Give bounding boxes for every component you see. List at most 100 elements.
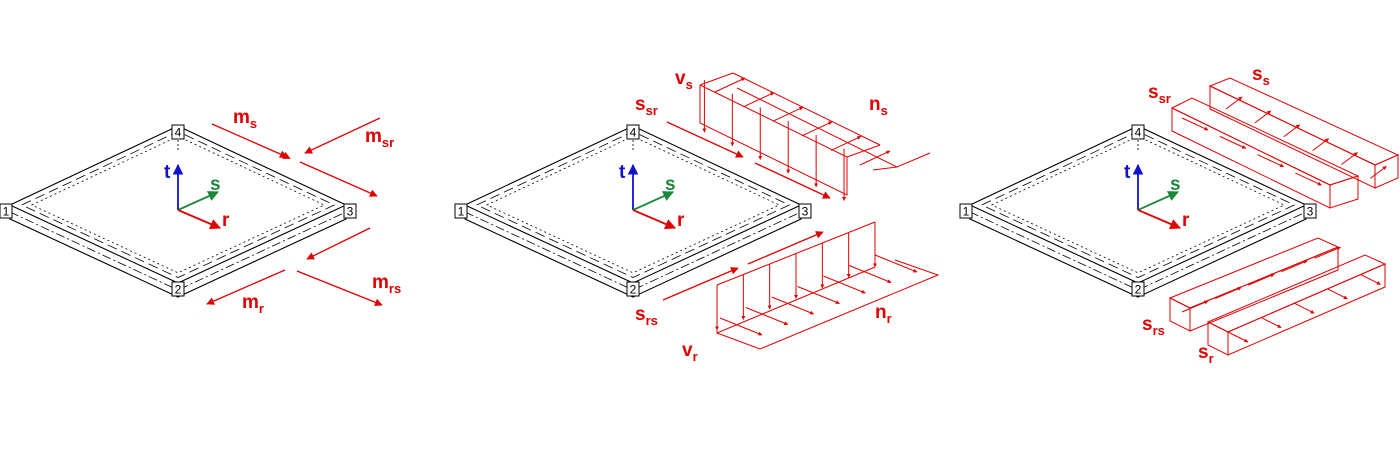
s-s-arrow	[1283, 124, 1301, 138]
node-label-1: 1	[458, 205, 465, 219]
m-s-arrow-tip	[299, 161, 378, 197]
r-axis-label: r	[222, 210, 230, 231]
node-3: 3	[343, 203, 357, 219]
s-r-arrow	[1360, 273, 1381, 285]
s-sr-arrows	[666, 121, 831, 199]
n-s-load	[736, 87, 931, 171]
s-r-box	[1206, 254, 1387, 356]
node-label-3: 3	[1307, 205, 1314, 219]
local-axes: tsr	[619, 162, 685, 231]
label-m-rs: mrs	[372, 272, 401, 296]
plate: 1 2 3 4 t sr	[0, 124, 357, 298]
s-s-box	[1208, 77, 1400, 189]
m-s-arrow-2	[281, 151, 291, 160]
s-sr-arrow	[1295, 172, 1322, 186]
n-r-arrow	[745, 307, 789, 326]
n-r-arrow	[797, 286, 840, 305]
node-3: 3	[798, 203, 812, 219]
node-1: 1	[0, 203, 13, 219]
label-s-rs: srs	[635, 304, 658, 328]
n-s-arrow	[714, 77, 746, 93]
s-s-arrow	[1370, 165, 1387, 179]
n-r-arrow	[848, 265, 892, 284]
n-r-arrow	[771, 296, 815, 315]
s-sr-arrow	[1219, 135, 1247, 149]
plate: 1 2 3 4 tsr	[454, 124, 812, 298]
node-4: 4	[1131, 124, 1145, 140]
s-axis-arrow	[632, 191, 674, 211]
label-s-r: sr	[1198, 342, 1214, 366]
node-2: 2	[171, 281, 185, 297]
r-axis-arrow	[177, 209, 221, 230]
n-s-arrow	[743, 92, 775, 108]
s-rs-arrow	[1281, 260, 1308, 273]
s-rs-arrow	[1314, 246, 1341, 259]
node-label-2: 2	[175, 283, 182, 297]
s-s-arrow	[1312, 138, 1329, 152]
label-m-sr: msr	[365, 126, 394, 150]
n-s-arrow	[772, 106, 804, 122]
r-axis-label: r	[1182, 210, 1190, 231]
s-r-arrows	[1227, 273, 1381, 343]
node-label-3: 3	[347, 205, 354, 219]
r-axis-arrow	[1137, 209, 1181, 230]
s-axis-label: s	[665, 174, 676, 195]
s-r-arrow	[1260, 317, 1282, 329]
t-axis-label: t	[1124, 162, 1131, 183]
s-s-arrow	[1225, 96, 1243, 110]
s-sr-arrows	[1181, 117, 1322, 186]
node-label-4: 4	[1135, 126, 1142, 140]
s-r-arrow	[1227, 331, 1249, 343]
s-s-arrow	[1254, 110, 1272, 124]
label-v-s: vs	[675, 68, 693, 92]
s-rs-arrows	[1181, 246, 1341, 313]
label-m-r: mr	[242, 292, 264, 316]
label-s-s: ss	[1252, 64, 1270, 88]
label-m-s: ms	[233, 107, 257, 131]
node-label-4: 4	[175, 126, 182, 140]
n-s-arrow	[859, 150, 891, 166]
r-axis-label: r	[677, 210, 685, 231]
s-axis-arrow	[177, 191, 219, 211]
m-sr-arrow	[304, 117, 381, 154]
node-3: 3	[1303, 203, 1317, 219]
m-r-arrow	[306, 227, 371, 260]
node-label-1: 1	[3, 205, 10, 219]
n-r-load	[716, 259, 940, 350]
v-s-load	[699, 72, 881, 196]
m-s-arrow	[211, 123, 288, 158]
v-r-arrows	[715, 222, 877, 331]
m-rs-arrow	[296, 270, 383, 307]
n-s-arrow	[830, 135, 862, 151]
s-sr-arrow	[1181, 117, 1209, 131]
s-axis-label: s	[210, 174, 221, 195]
node-label-4: 4	[630, 126, 637, 140]
s-rs-arrow	[1214, 287, 1242, 300]
node-label-2: 2	[630, 283, 637, 297]
label-v-r: vr	[682, 340, 698, 364]
n-s-arrows	[714, 77, 891, 166]
s-rs-arrow	[1181, 300, 1209, 313]
t-axis-label: t	[164, 162, 171, 183]
node-1: 1	[454, 203, 468, 219]
n-r-arrow	[719, 317, 763, 336]
node-label-3: 3	[802, 205, 809, 219]
s-s-arrows	[1225, 96, 1387, 179]
s-s-arrow	[1341, 152, 1358, 165]
n-r-arrow	[874, 254, 918, 273]
s-axis-label: s	[1170, 174, 1181, 195]
local-axes: t sr	[1124, 162, 1190, 231]
n-r-arrows	[719, 254, 918, 336]
s-axis-arrow	[1137, 191, 1179, 211]
node-2: 2	[1131, 281, 1145, 297]
v-s-arrows	[702, 80, 847, 201]
s-sr-arrow	[1257, 154, 1284, 168]
panel-forces: 1 2 3 4 tsr	[454, 68, 940, 364]
label-n-r: nr	[875, 302, 892, 326]
label-n-s: ns	[869, 94, 888, 118]
s-r-arrow	[1327, 288, 1348, 300]
node-1: 1	[959, 203, 973, 219]
m-r-arrow-2	[206, 269, 286, 305]
